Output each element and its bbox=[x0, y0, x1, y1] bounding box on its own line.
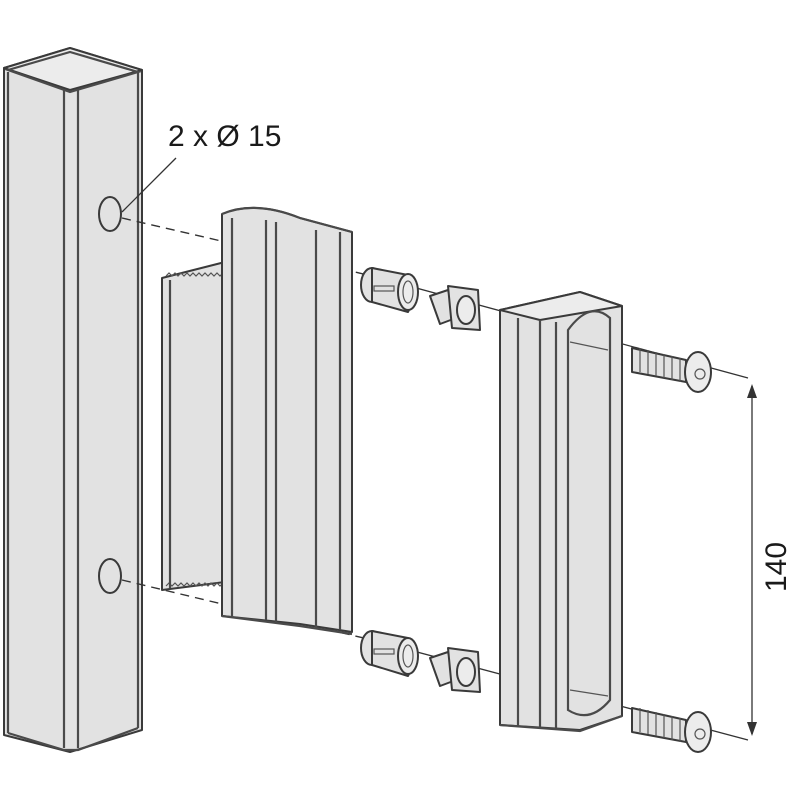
insert-bottom bbox=[429, 647, 481, 693]
dimension-label: 140 bbox=[760, 542, 793, 592]
holes-label: 2 x Ø 15 bbox=[168, 120, 281, 153]
sleeve-top bbox=[360, 267, 419, 313]
leader-line bbox=[121, 157, 177, 213]
handle bbox=[499, 291, 623, 733]
screw-top bbox=[631, 347, 712, 393]
screw-bottom bbox=[631, 707, 712, 753]
sleeve-bottom bbox=[360, 630, 419, 677]
insert-top bbox=[429, 285, 481, 331]
mounting-plate bbox=[161, 206, 353, 636]
hole-top bbox=[98, 196, 122, 232]
square-post bbox=[3, 47, 143, 753]
dimension-140: 140 bbox=[747, 384, 793, 736]
hole-bottom bbox=[98, 558, 122, 594]
